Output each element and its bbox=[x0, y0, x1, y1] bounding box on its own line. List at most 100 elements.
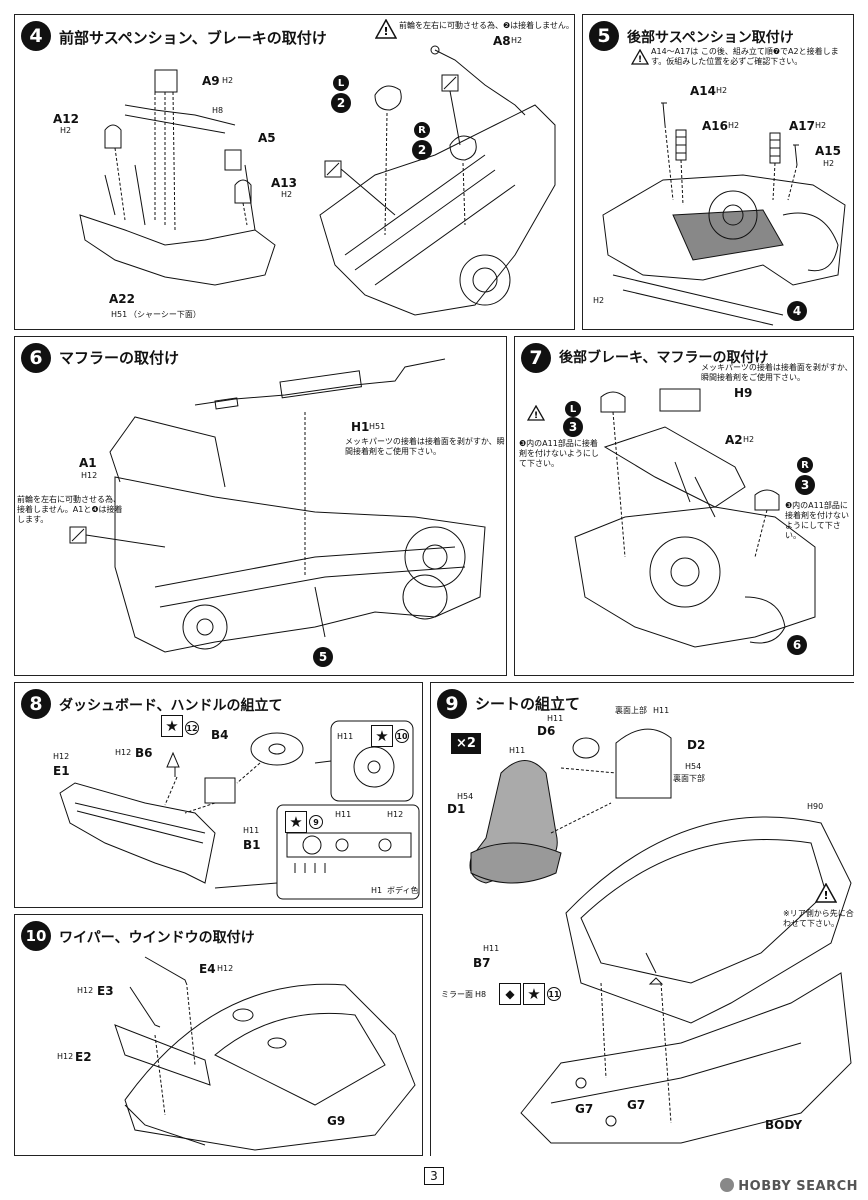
paint-h2: H2 bbox=[743, 435, 755, 444]
part-a13-label: A13 bbox=[271, 176, 297, 190]
decal-10: 10 bbox=[395, 729, 409, 743]
front-suspension-diagram bbox=[79, 45, 556, 316]
paint-h2: H2 bbox=[281, 190, 293, 199]
warning-icon: ! bbox=[375, 19, 397, 39]
paint-h1: H1 bbox=[371, 886, 383, 895]
part-a14-label: A14 bbox=[690, 84, 716, 98]
paint-h12: H12 bbox=[387, 810, 404, 819]
step-number: 7 bbox=[521, 343, 551, 373]
paint-h11: H11 bbox=[335, 810, 352, 819]
part-e1-label: E1 bbox=[53, 764, 70, 778]
seat-body-diagram bbox=[469, 728, 852, 1144]
ref-step-3-right: 3 bbox=[795, 475, 815, 495]
part-a15-label: A15 bbox=[815, 144, 841, 158]
star-decal-icon: ★ bbox=[285, 811, 307, 833]
part-a17-label: A17 bbox=[789, 119, 815, 133]
step10-panel: 10 ワイパー、ウインドウの取付け E4 H12 H12 E3 H12 E2 G… bbox=[14, 914, 423, 1156]
back-bottom-label: 裏面下部 bbox=[673, 774, 705, 783]
paint-h2: H2 bbox=[823, 159, 835, 168]
part-a1-label: A1 bbox=[79, 456, 97, 470]
part-a2-label: A2 bbox=[725, 433, 743, 447]
svg-text:!: ! bbox=[638, 55, 642, 65]
part-h1-label: H1 bbox=[351, 420, 370, 434]
ref-step-4: 4 bbox=[787, 301, 807, 321]
right-marker: R bbox=[797, 457, 813, 473]
warning-note: 前輪を左右に可動させる為、❷は接着しません。 bbox=[399, 21, 574, 30]
part-e3-label: E3 bbox=[97, 984, 114, 998]
ref-step-2-right: 2 bbox=[412, 140, 432, 160]
paint-h54: H54 bbox=[685, 762, 702, 771]
warning-icon: ! bbox=[527, 405, 545, 421]
step6-panel: 6 マフラーの取付け H1 H51 メッキパーツの接着は接着面を剥がすか、瞬間接… bbox=[14, 336, 507, 676]
paint-h11: H11 bbox=[547, 714, 564, 723]
quantity-badge: ×2 bbox=[451, 733, 481, 754]
step-title: ダッシュボード、ハンドルの組立て bbox=[59, 698, 283, 714]
paint-h8: H8 bbox=[475, 990, 487, 999]
step-title: シートの組立て bbox=[475, 695, 581, 713]
step-title: マフラーの取付け bbox=[59, 349, 180, 367]
muffler-diagram bbox=[69, 358, 486, 653]
decal-12: 12 bbox=[185, 721, 199, 735]
step-number: 9 bbox=[437, 689, 467, 719]
step-title: 後部サスペンション取付け bbox=[627, 30, 794, 46]
paint-h11: H11 bbox=[243, 826, 260, 835]
warning-icon: ! bbox=[631, 49, 649, 65]
decal-9: 9 bbox=[309, 815, 323, 829]
paint-h12: H12 bbox=[77, 986, 94, 995]
ref-step-6: 6 bbox=[787, 635, 807, 655]
svg-text:!: ! bbox=[383, 25, 388, 38]
step9-panel: 9 シートの組立て ×2 H11 D6 裏面上部 H11 D2 H54 裏面下部… bbox=[430, 682, 854, 1156]
svg-text:!: ! bbox=[823, 889, 828, 902]
logo-icon bbox=[720, 1178, 735, 1192]
part-e2-label: E2 bbox=[75, 1050, 92, 1064]
mirror-arrow-icon: ◆ bbox=[499, 983, 521, 1005]
step7-panel: 7 後部ブレーキ、マフラーの取付け メッキパーツの接着は接着面を剥がすか、瞬間接… bbox=[514, 336, 854, 676]
step-title: 前部サスペンション、ブレーキの取付け bbox=[59, 29, 327, 47]
ref-step-3-left: 3 bbox=[563, 417, 583, 437]
paint-h2: H2 bbox=[815, 121, 827, 130]
rear-brake-diagram bbox=[574, 388, 816, 648]
a11-note-right: ❸内のA11部品に接着剤を付けないようにして下さい。 bbox=[785, 501, 849, 540]
part-a8-label: A8 bbox=[493, 34, 511, 48]
paint-h11: H11 bbox=[653, 706, 670, 715]
step-number: 5 bbox=[589, 21, 619, 51]
left-marker: L bbox=[565, 401, 581, 417]
mirror-face-label: ミラー面 bbox=[441, 990, 473, 999]
paint-h12: H12 bbox=[81, 471, 98, 480]
part-h9-label: H9 bbox=[734, 386, 753, 400]
step-number: 6 bbox=[21, 343, 51, 373]
decal-11: 11 bbox=[547, 987, 561, 1001]
paint-h12: H12 bbox=[217, 964, 234, 973]
back-top-label: 裏面上部 bbox=[615, 706, 647, 715]
plating-note: メッキパーツの接着は接着面を剥がすか、瞬間接着剤をご使用下さい。 bbox=[701, 363, 853, 382]
part-d6-label: D6 bbox=[537, 724, 556, 738]
part-g9-label: G9 bbox=[327, 1114, 346, 1128]
paint-h51: H51 bbox=[111, 310, 128, 319]
paint-h2: H2 bbox=[728, 121, 740, 130]
part-g7-label: G7 bbox=[627, 1098, 646, 1112]
part-d1-label: D1 bbox=[447, 802, 466, 816]
paint-h51-note: （シャーシー下面） bbox=[129, 310, 201, 319]
part-a5-label: A5 bbox=[258, 131, 276, 145]
align-note: ※リア側から先に合わせて下さい。 bbox=[783, 909, 854, 928]
part-b7-label: B7 bbox=[473, 956, 491, 970]
part-a16-label: A16 bbox=[702, 119, 728, 133]
paint-h90: H90 bbox=[807, 802, 824, 811]
wiper-window-diagram bbox=[114, 956, 416, 1151]
paint-h2: H2 bbox=[222, 76, 234, 85]
step5-panel: 5 後部サスペンション取付け ! A14〜A17は この後、組み立て順❼でA2と… bbox=[582, 14, 854, 330]
right-marker: R bbox=[414, 122, 430, 138]
paint-h54: H54 bbox=[457, 792, 474, 801]
paint-h11: H11 bbox=[483, 944, 500, 953]
page-number: 3 bbox=[424, 1167, 444, 1185]
part-e4-label: E4 bbox=[199, 962, 216, 976]
front-wheel-note: 前輪を左右に可動させる為、接着しません。A1と❹は接着します。 bbox=[17, 495, 123, 524]
star-decal-icon: ★ bbox=[523, 983, 545, 1005]
paint-body-color: ボディ色 bbox=[387, 886, 419, 895]
watermark-text: HOBBY SEARCH bbox=[738, 1179, 858, 1194]
paint-h2: H2 bbox=[60, 126, 72, 135]
step-number: 10 bbox=[21, 921, 51, 951]
dashboard-diagram bbox=[59, 720, 420, 900]
left-marker: L bbox=[333, 75, 349, 91]
ref-step-2-left: 2 bbox=[331, 93, 351, 113]
